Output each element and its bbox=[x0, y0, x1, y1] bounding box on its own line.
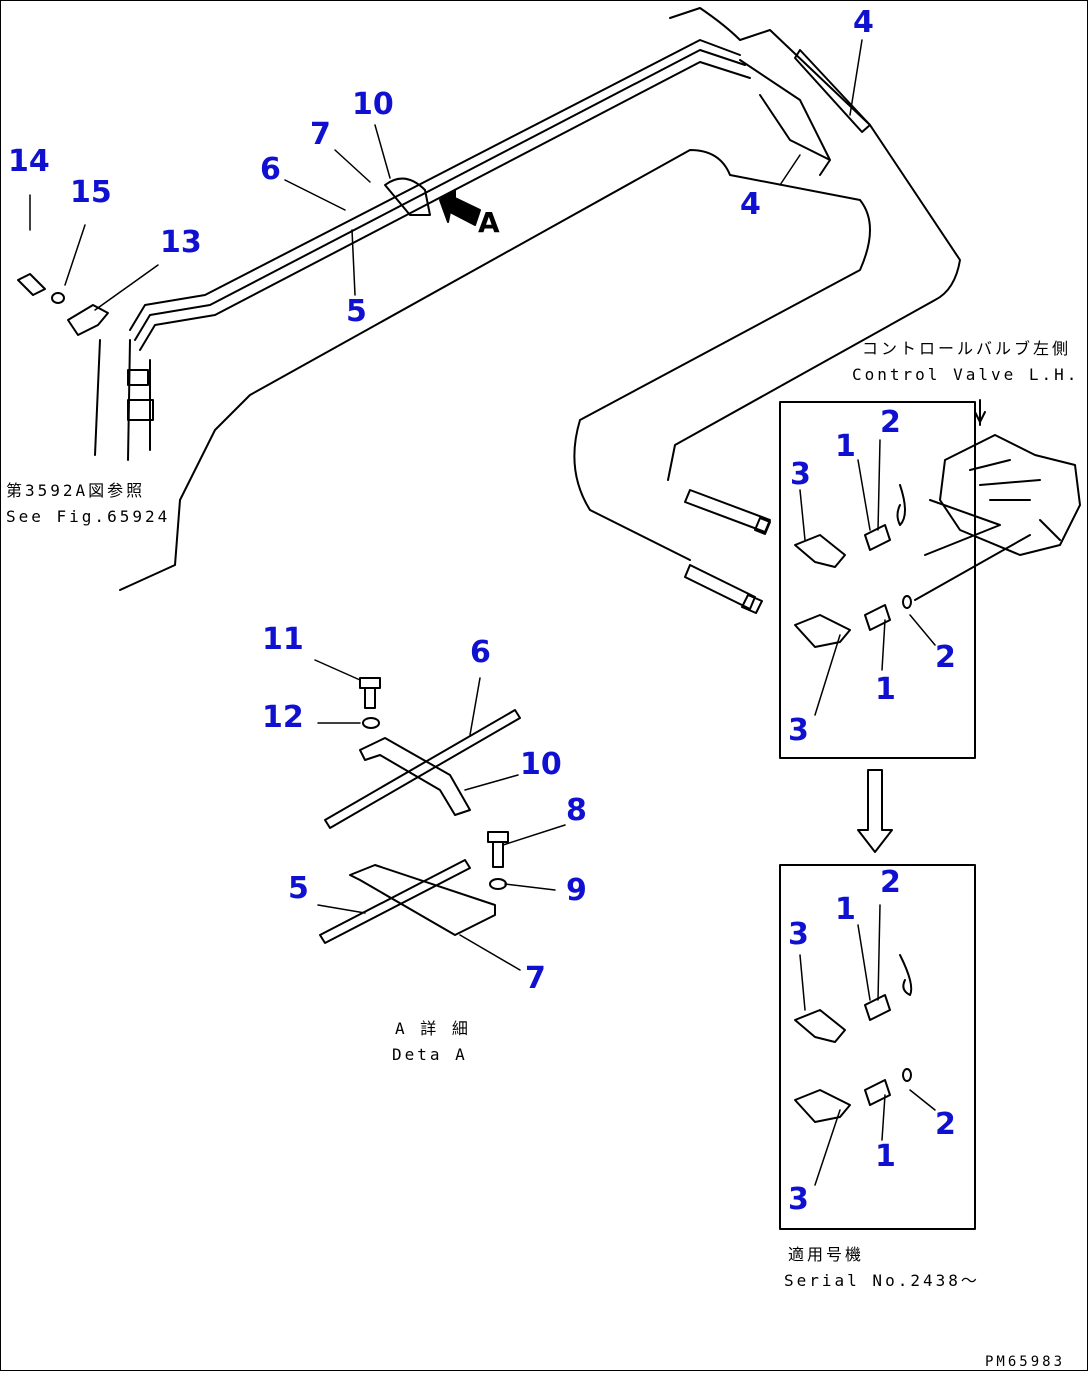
hose-routing bbox=[94, 7, 961, 591]
hose-end-lower bbox=[684, 564, 763, 614]
detail-a-marker: A bbox=[478, 206, 503, 239]
callout-1: 1 bbox=[835, 892, 856, 927]
serial-label-en: Serial No.2438～ bbox=[784, 1271, 980, 1290]
callout-5: 5 bbox=[288, 871, 309, 906]
detail-a-title-en: Deta A bbox=[392, 1045, 468, 1064]
bolt-14 bbox=[17, 273, 46, 296]
callout-5: 5 bbox=[346, 294, 367, 329]
callout-8: 8 bbox=[566, 793, 587, 828]
clamp-10-top bbox=[384, 177, 431, 216]
serial-detail-box bbox=[779, 864, 976, 1230]
callout-13: 13 bbox=[160, 225, 202, 260]
steel-tube-mid bbox=[134, 49, 746, 341]
callout-12: 12 bbox=[262, 700, 304, 735]
bracket-13 bbox=[67, 304, 109, 336]
callout-1: 1 bbox=[875, 1139, 896, 1174]
callout-10: 10 bbox=[520, 747, 562, 782]
control-valve-label-en: Control Valve L.H. bbox=[852, 365, 1080, 384]
callout-10: 10 bbox=[352, 87, 394, 122]
callout-6: 6 bbox=[470, 635, 491, 670]
oring-2d bbox=[902, 1068, 912, 1082]
steel-tube-lower bbox=[139, 61, 751, 351]
callout-2: 2 bbox=[935, 640, 956, 675]
elbow-3b bbox=[794, 614, 851, 648]
serial-label-jp: 適用号機 bbox=[788, 1245, 865, 1264]
valve-link bbox=[914, 499, 1031, 601]
callout-3: 3 bbox=[788, 713, 809, 748]
drawing-number: PM65983 bbox=[985, 1354, 1066, 1370]
see-fig-label-jp: 第3592A図参照 bbox=[6, 481, 146, 500]
washer-15 bbox=[51, 292, 65, 304]
oring-2b bbox=[902, 595, 912, 609]
callout-1: 1 bbox=[835, 429, 856, 464]
leader-lines bbox=[29, 39, 936, 1186]
callout-4: 4 bbox=[853, 5, 874, 40]
callout-3: 3 bbox=[788, 917, 809, 952]
callout-4: 4 bbox=[740, 187, 761, 222]
washer-12 bbox=[362, 717, 380, 729]
down-arrow bbox=[857, 769, 893, 853]
tube-fitting-left bbox=[127, 369, 154, 421]
callout-7: 7 bbox=[310, 117, 331, 152]
valve-detail-box bbox=[779, 401, 976, 759]
fittings-lower bbox=[794, 954, 913, 1123]
callout-14: 14 bbox=[8, 144, 50, 179]
elbow-3a bbox=[794, 534, 846, 568]
steel-tube-upper bbox=[129, 39, 741, 331]
clamp-10 bbox=[359, 737, 471, 816]
adapter-1d bbox=[864, 1079, 891, 1106]
detail-a-arrow-icon bbox=[439, 189, 481, 226]
outer-hose-run bbox=[119, 149, 871, 591]
hose-end-upper bbox=[684, 489, 771, 535]
control-valve-label-jp: コントロールバルブ左側 bbox=[862, 339, 1072, 358]
washer-9 bbox=[489, 878, 507, 890]
callout-15: 15 bbox=[70, 175, 112, 210]
callout-1: 1 bbox=[875, 672, 896, 707]
tube-6 bbox=[324, 709, 521, 829]
callout-7: 7 bbox=[525, 961, 546, 996]
callout-3: 3 bbox=[788, 1182, 809, 1217]
tube-5 bbox=[319, 859, 471, 944]
fittings-upper bbox=[794, 484, 1031, 648]
callout-3: 3 bbox=[790, 457, 811, 492]
callout-2: 2 bbox=[880, 405, 901, 440]
oring-2c bbox=[899, 954, 913, 996]
hose-ends bbox=[684, 489, 771, 614]
bolt-11 bbox=[359, 677, 381, 709]
bolt-8 bbox=[487, 831, 509, 868]
oring-2a bbox=[896, 484, 906, 526]
detail-a-hardware bbox=[319, 677, 521, 944]
adapter-1b bbox=[864, 604, 891, 631]
cylinder-4 bbox=[794, 49, 871, 133]
see-fig-label-en: See Fig.65924 bbox=[6, 507, 171, 526]
detail-a-title-jp: A 詳 細 bbox=[395, 1019, 471, 1038]
elbow-3d bbox=[794, 1089, 851, 1123]
elbow-3c bbox=[794, 1009, 846, 1043]
callout-11: 11 bbox=[262, 622, 304, 657]
tube-to-cylinder bbox=[739, 59, 831, 176]
bracket-7 bbox=[349, 864, 496, 936]
left-hardware bbox=[17, 273, 109, 336]
callout-2: 2 bbox=[880, 865, 901, 900]
callout-6: 6 bbox=[260, 152, 281, 187]
control-valve bbox=[939, 399, 1081, 556]
callout-9: 9 bbox=[566, 873, 587, 908]
callout-2: 2 bbox=[935, 1107, 956, 1142]
